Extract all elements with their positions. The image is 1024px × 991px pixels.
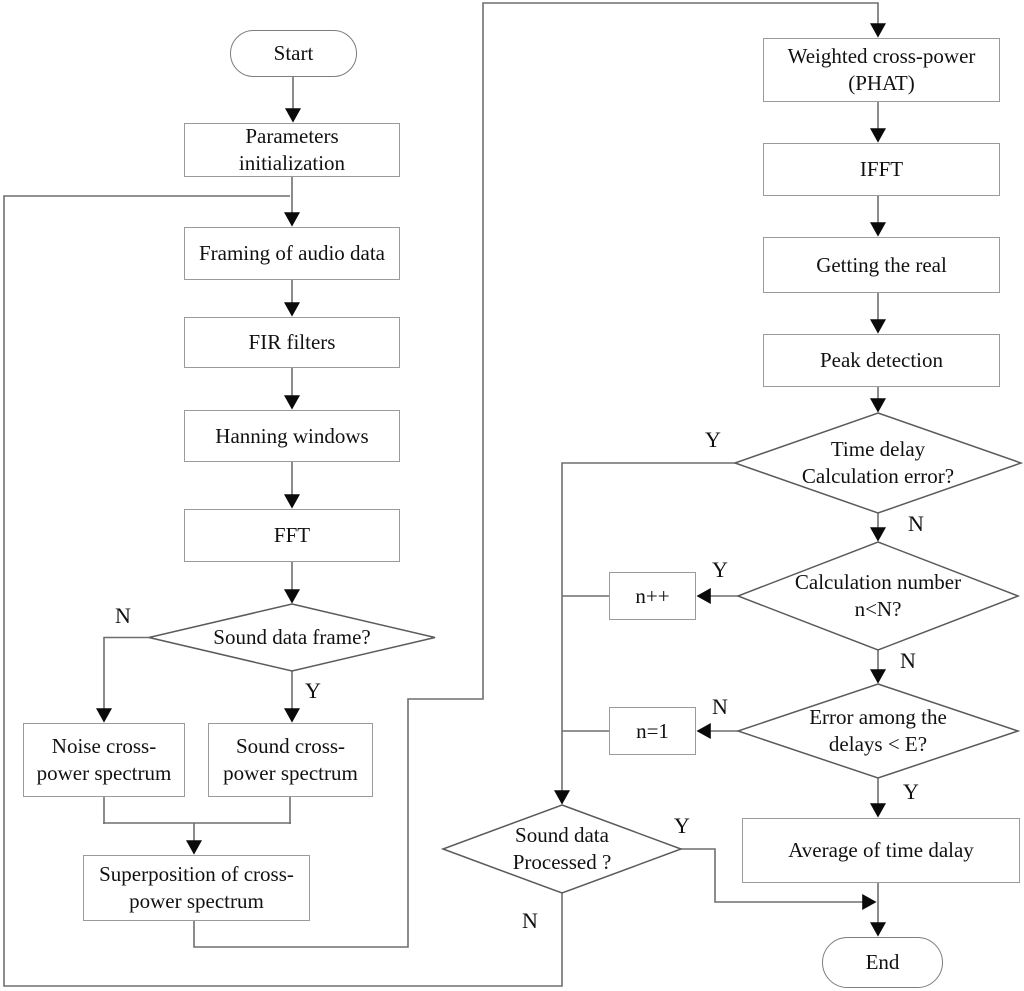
branch-label-calc-number-n: N (900, 648, 916, 673)
node-superposition-of-cross-power-spectrum: Superposition of cross- power spectrum (83, 855, 310, 921)
node-time-delay-calculation-error-label: Time delay Calculation error? (801, 436, 955, 488)
edge-sound-frame-n-to-noise (96, 636, 149, 723)
diamond-time-delay-calculation-error (732, 412, 1024, 514)
branch-label-error-delays-y: Y (903, 779, 919, 804)
node-n-increment: n++ (609, 572, 696, 620)
node-ifft: IFFT (763, 143, 1000, 196)
branch-label-sound-processed-y: Y (674, 813, 690, 838)
branch-label-sound-frame-y: Y (305, 678, 321, 703)
diamond-sound-data-frame (148, 603, 436, 672)
branch-label-error-delays-n: N (712, 694, 728, 719)
node-hanning-windows: Hanning windows (184, 410, 400, 462)
branch-label-sound-processed-n: N (522, 908, 538, 933)
edge-time-delay-err-y-collector (554, 462, 735, 805)
connectors (3, 2, 886, 987)
edge-superposition-to-weighted (193, 2, 886, 948)
node-fir-filters: FIR filters (184, 317, 400, 368)
decision-diamonds (148, 412, 1024, 894)
node-end: End (822, 937, 943, 988)
node-error-among-delays-label: Error among the delays < E? (809, 704, 947, 756)
node-n-reset: n=1 (609, 707, 696, 755)
node-noise-cross-power-spectrum: Noise cross- power spectrum (23, 723, 185, 797)
edge-sound-processed-y-to-end-line (681, 848, 877, 910)
node-peak-detection: Peak detection (763, 334, 1000, 387)
diamond-error-among-delays (735, 683, 1021, 779)
node-sound-data-frame-label: Sound data frame? (213, 624, 371, 649)
node-framing-of-audio-data: Framing of audio data (184, 227, 400, 280)
diamond-calculation-number (735, 541, 1021, 651)
node-sound-cross-power-spectrum: Sound cross- power spectrum (208, 723, 373, 797)
node-parameters-initialization: Parameters initialization (184, 123, 400, 177)
node-getting-the-real: Getting the real (763, 237, 1000, 293)
node-start: Start (230, 30, 357, 77)
edge-sound-processed-n-feedback (3, 195, 563, 987)
diamond-sound-data-processed (440, 804, 684, 894)
node-average-of-time-delay: Average of time dalay (742, 818, 1020, 883)
branch-label-time-delay-err-n: N (908, 511, 924, 536)
node-calculation-number-label: Calculation number n<N? (794, 569, 962, 621)
node-sound-data-processed-label: Sound data Processed ? (512, 822, 612, 874)
branch-label-calc-number-y: Y (712, 557, 728, 582)
node-weighted-cross-power-phat: Weighted cross-power (PHAT) (763, 38, 1000, 102)
node-fft: FFT (184, 509, 400, 562)
branch-label-time-delay-err-y: Y (705, 427, 721, 452)
branch-label-sound-frame-n: N (115, 603, 131, 628)
